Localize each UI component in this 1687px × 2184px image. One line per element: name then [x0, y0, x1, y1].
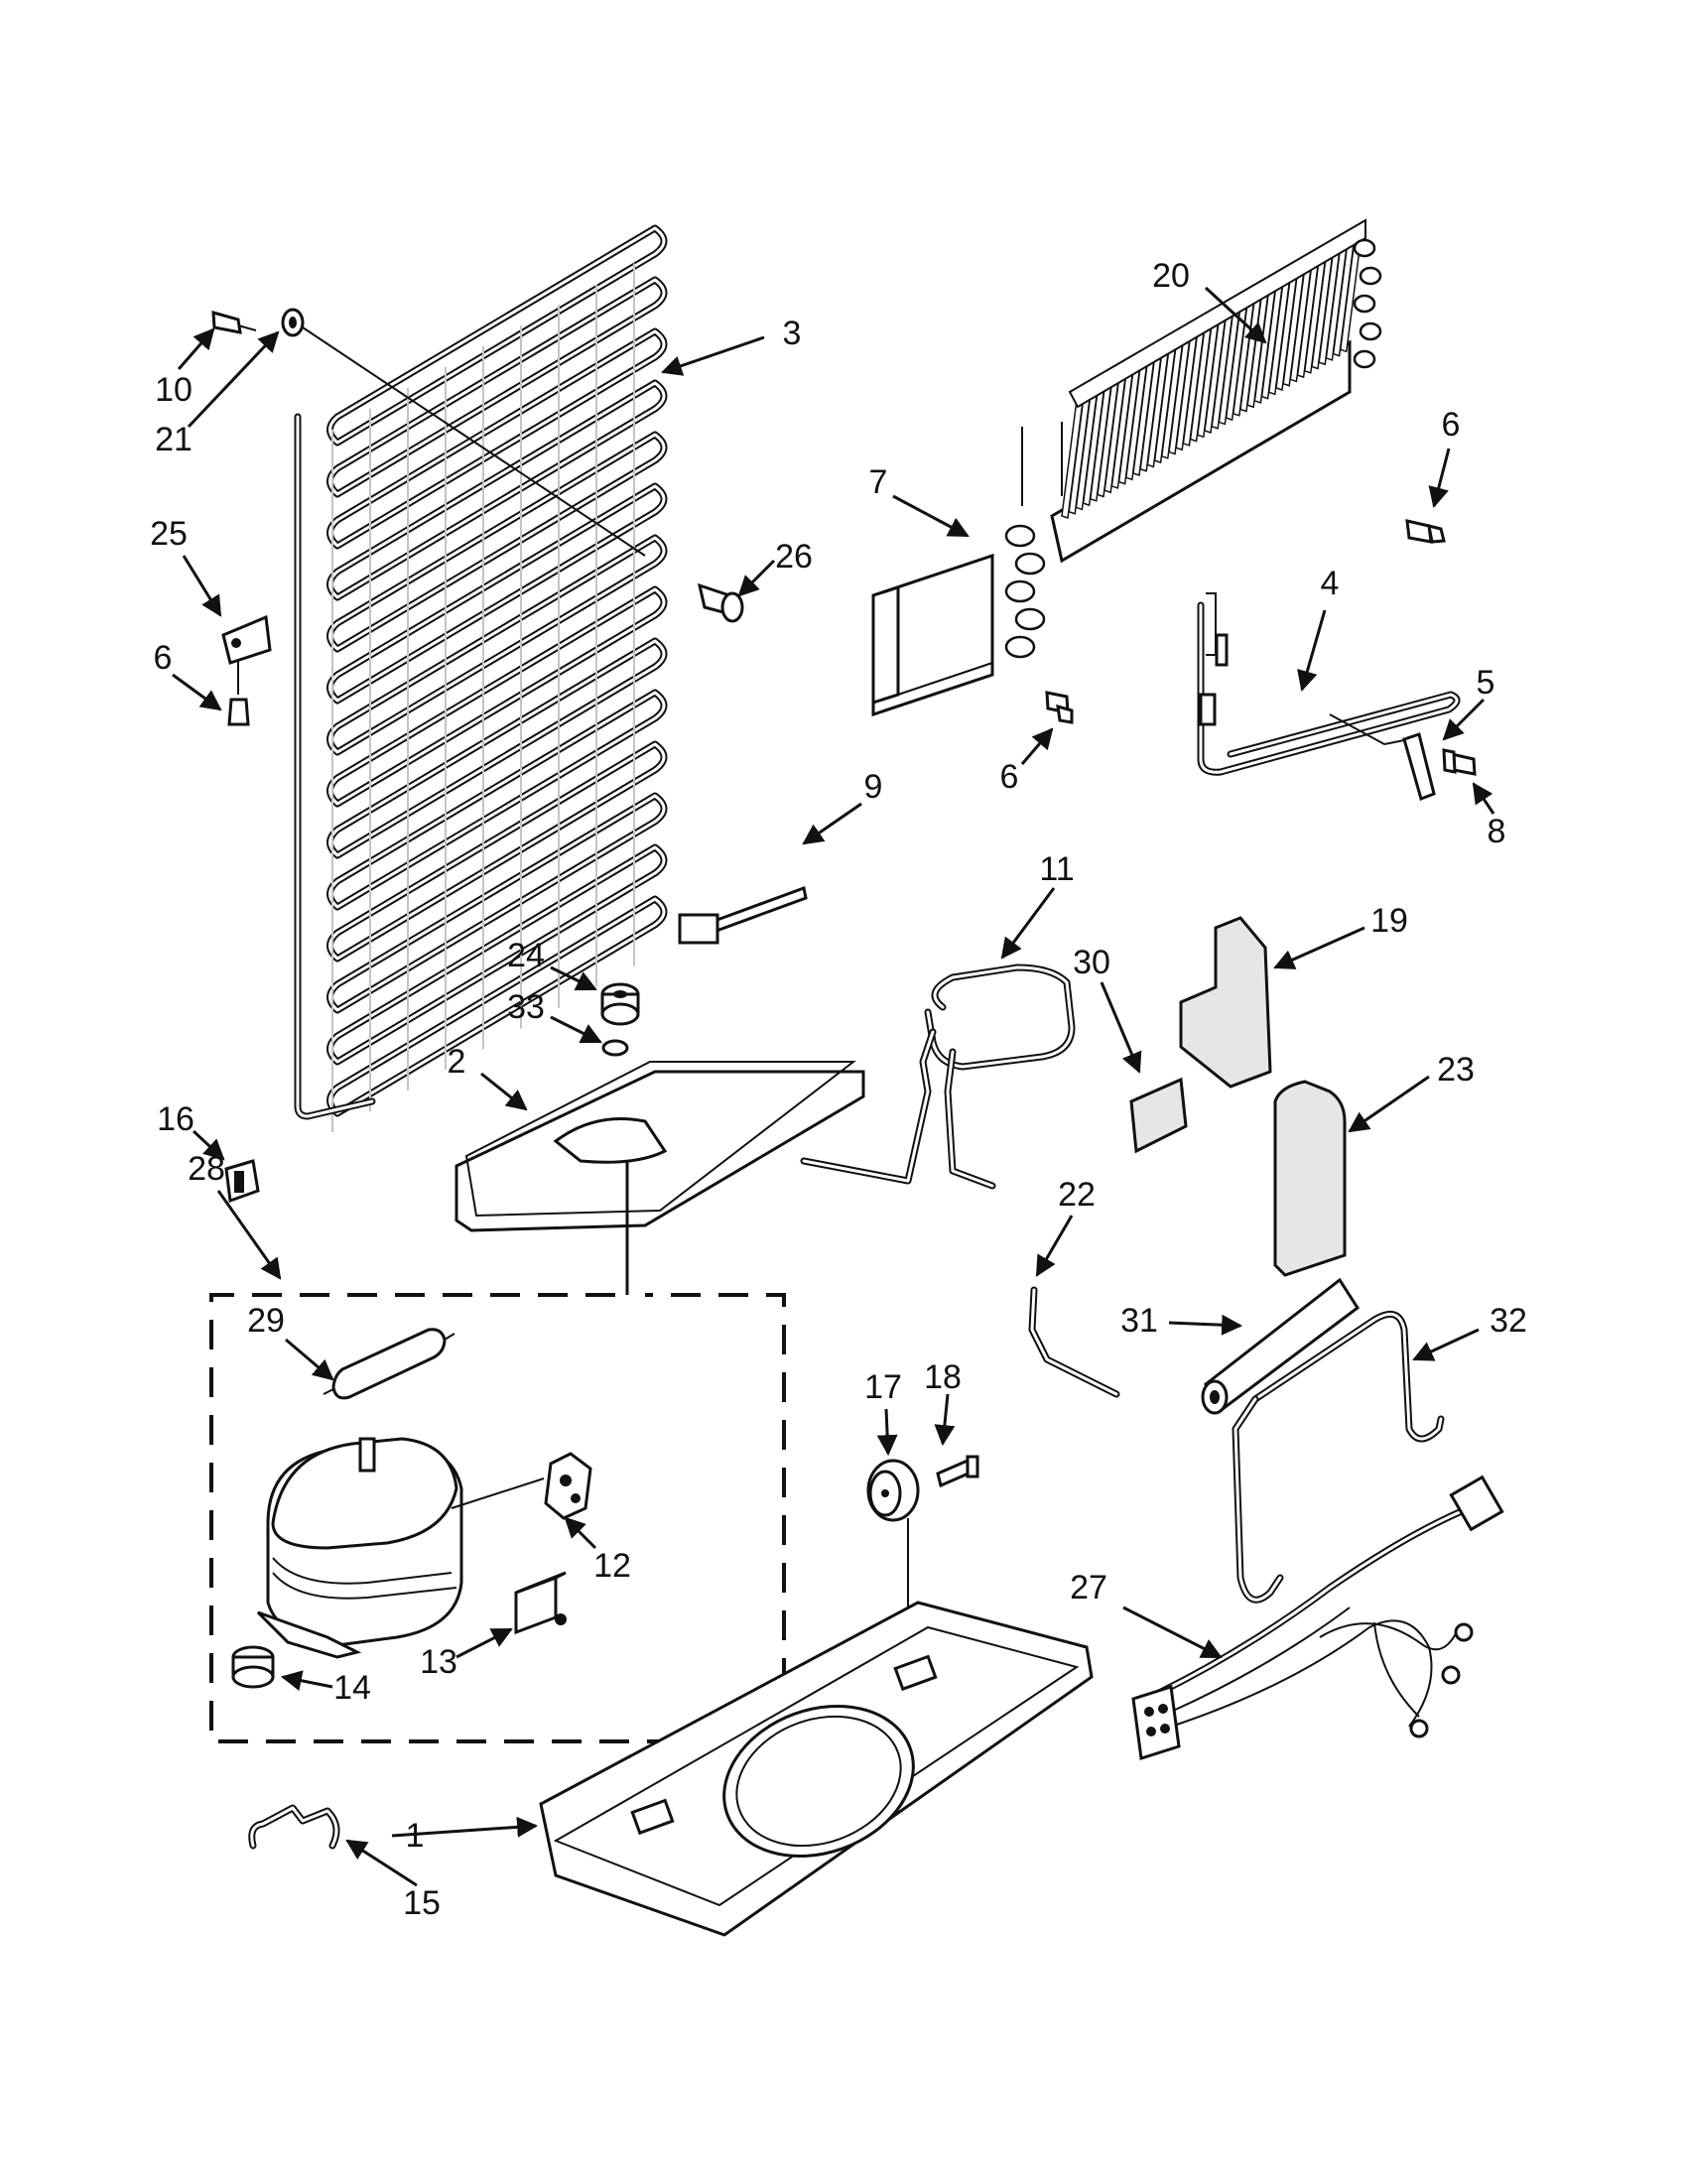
- nut-24: [600, 982, 640, 1026]
- callout-20: 20: [1152, 257, 1190, 295]
- callout-13: 13: [420, 1643, 457, 1681]
- overload-13: [514, 1571, 567, 1635]
- callout-19: 19: [1370, 902, 1408, 940]
- compressor: [256, 1437, 545, 1659]
- callout-12: 12: [593, 1547, 631, 1585]
- clip-5: [1402, 732, 1436, 801]
- grommet-26: [697, 582, 744, 623]
- screw-18: [936, 1455, 979, 1488]
- callout-23: 23: [1437, 1051, 1475, 1089]
- callout-2: 2: [448, 1043, 466, 1081]
- drain-pan-2: [454, 1061, 865, 1232]
- clip-15: [248, 1804, 340, 1850]
- callout-3: 3: [783, 315, 802, 352]
- callout-22: 22: [1058, 1176, 1096, 1214]
- callout-28: 28: [188, 1150, 225, 1188]
- filter-30: [1129, 1077, 1188, 1154]
- callout-21: 21: [155, 421, 193, 458]
- callout-15: 15: [403, 1884, 441, 1922]
- leader-lines: [172, 286, 1495, 1887]
- condenser-loop-11: [800, 964, 1076, 1190]
- callout-18: 18: [924, 1358, 962, 1396]
- condenser-coil: [294, 224, 668, 1132]
- insulation-23: [1273, 1080, 1347, 1277]
- callout-8: 8: [1488, 813, 1506, 850]
- callout-26: 26: [775, 538, 813, 576]
- cable-tie-9: [678, 885, 808, 945]
- evaporator: [871, 218, 1382, 717]
- base-pan-1: [539, 1601, 1094, 1937]
- screw-8: [1442, 748, 1477, 776]
- screw-10: [211, 310, 257, 334]
- grommet-14: [231, 1645, 275, 1689]
- tube-22: [1028, 1286, 1120, 1398]
- callout-30: 30: [1073, 944, 1110, 981]
- grommet-17: [866, 1459, 920, 1522]
- insulation-19: [1179, 916, 1272, 1089]
- screw-6-center: [1045, 691, 1074, 724]
- callout-25: 25: [150, 515, 188, 553]
- washer-33: [601, 1039, 629, 1057]
- callout-14: 14: [333, 1669, 371, 1707]
- screw-6-left: [227, 698, 250, 726]
- drier-29: [323, 1328, 455, 1400]
- callout-33: 33: [507, 988, 545, 1026]
- callout-6b: 6: [154, 639, 173, 677]
- insulation-31: [1201, 1277, 1361, 1415]
- compressor-kit-box: [209, 1161, 786, 1743]
- callout-4: 4: [1321, 565, 1340, 602]
- callout-6a: 6: [1442, 406, 1461, 444]
- callout-9: 9: [864, 768, 883, 806]
- callout-31: 31: [1120, 1302, 1158, 1340]
- callout-27: 27: [1070, 1569, 1107, 1606]
- clip-16: [224, 1159, 260, 1204]
- bracket-25: [221, 614, 272, 665]
- callout-11: 11: [1039, 850, 1074, 888]
- callout-32: 32: [1490, 1302, 1527, 1340]
- screw-6-right: [1405, 519, 1446, 544]
- wiring-harness-27: [1131, 1475, 1504, 1760]
- washer-21: [281, 308, 305, 337]
- relay-12: [544, 1452, 592, 1520]
- callout-29: 29: [247, 1302, 285, 1340]
- defrost-heater-4: [1197, 592, 1461, 776]
- callout-5: 5: [1477, 664, 1495, 702]
- callout-7: 7: [869, 463, 888, 501]
- callout-17: 17: [864, 1368, 902, 1406]
- callout-16: 16: [157, 1100, 195, 1138]
- callout-10: 10: [155, 371, 193, 409]
- callout-6c: 6: [1000, 758, 1019, 796]
- tube-32: [1232, 1310, 1445, 1604]
- callout-24: 24: [507, 937, 545, 974]
- callout-1: 1: [406, 1817, 425, 1855]
